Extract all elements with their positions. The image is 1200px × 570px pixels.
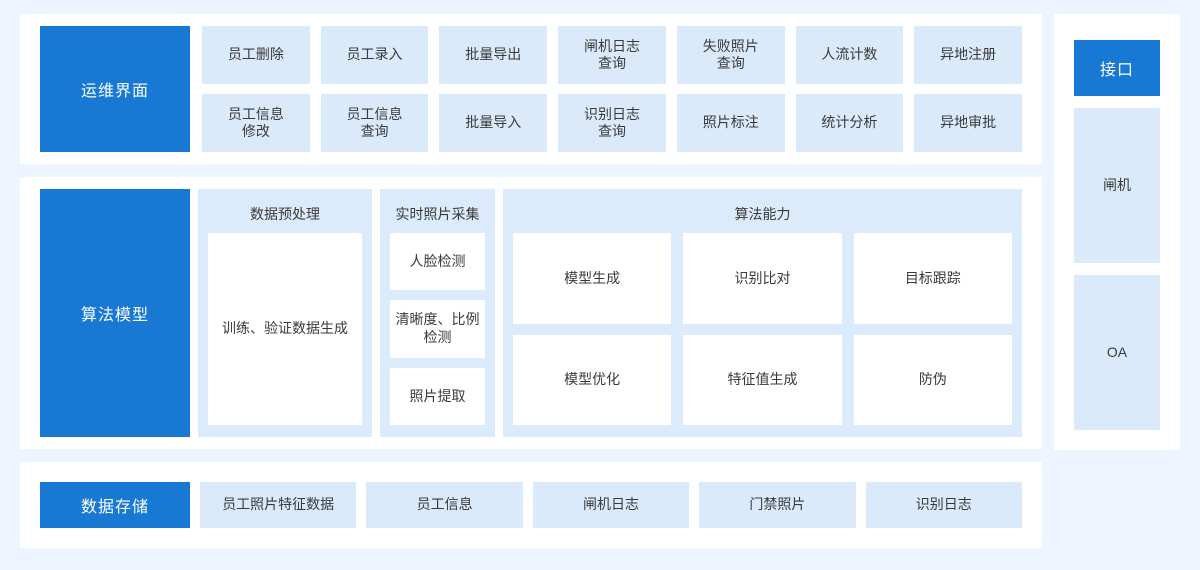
interface-item-oa[interactable]: OA	[1074, 275, 1160, 430]
storage-item-label: 员工信息	[416, 496, 473, 513]
ops-item-employee-entry[interactable]: 员工录入	[320, 26, 429, 84]
ops-item-label: 员工信息修改	[227, 105, 284, 140]
ops-item-photo-annotation[interactable]: 照片标注	[676, 94, 785, 152]
algo-item-model-optimization[interactable]: 模型优化	[513, 334, 672, 425]
algorithm-section-label: 算法模型	[40, 189, 190, 437]
algo-item-label: 特征值生成	[727, 371, 798, 387]
ops-item-label: 失败照片查询	[702, 37, 759, 72]
panel-data-preprocessing: 数据预处理 训练、验证数据生成	[198, 189, 372, 437]
panel-title-algorithm-capability: 算法能力	[734, 206, 791, 222]
ops-item-label: 员工信息查询	[346, 105, 403, 140]
ops-item-batch-import[interactable]: 批量导入	[439, 94, 548, 152]
ops-item-employee-delete[interactable]: 员工删除	[202, 26, 310, 84]
ops-item-label: 识别日志查询	[583, 105, 640, 140]
panel-algorithm-capability: 算法能力 模型生成 识别比对 目标跟踪 模型优化 特征值生成 防伪	[503, 189, 1022, 437]
panel-body-algorithm-capability: 模型生成 识别比对 目标跟踪 模型优化 特征值生成 防伪	[513, 233, 1012, 425]
storage-item-grid: 员工照片特征数据 员工信息 闸机日志 门禁照片 识别日志	[200, 482, 1022, 528]
algo-item-training-validation-data-generation[interactable]: 训练、验证数据生成	[208, 233, 362, 425]
algo-item-photo-extraction[interactable]: 照片提取	[390, 367, 485, 425]
storage-item-label: 识别日志	[915, 496, 972, 513]
algo-item-recognition-comparison[interactable]: 识别比对	[683, 233, 842, 324]
algo-item-feature-value-generation[interactable]: 特征值生成	[683, 334, 842, 425]
algo-item-model-generation[interactable]: 模型生成	[513, 233, 672, 324]
storage-item-employee-photo-feature-data[interactable]: 员工照片特征数据	[200, 482, 357, 528]
storage-section-label: 数据存储	[40, 482, 190, 528]
ops-item-recognition-log-query[interactable]: 识别日志查询	[558, 94, 666, 152]
ops-item-remote-registration[interactable]: 异地注册	[914, 26, 1022, 84]
storage-item-employee-info[interactable]: 员工信息	[366, 482, 523, 528]
ops-item-label: 统计分析	[821, 114, 878, 131]
algo-item-label: 照片提取	[409, 387, 466, 404]
algo-item-target-tracking[interactable]: 目标跟踪	[853, 233, 1012, 324]
algo-item-label: 清晰度、比例检测	[395, 311, 480, 345]
algo-item-anti-spoofing[interactable]: 防伪	[853, 334, 1012, 425]
ops-item-employee-info-query[interactable]: 员工信息查询	[320, 94, 429, 152]
ops-item-batch-export[interactable]: 批量导出	[439, 26, 548, 84]
ops-item-label: 异地审批	[940, 114, 997, 131]
storage-item-gate-log[interactable]: 闸机日志	[532, 482, 690, 528]
panel-body-data-preprocessing: 训练、验证数据生成	[208, 233, 362, 425]
ops-section-card: 运维界面 员工删除 员工录入 批量导出 闸机日志查询 失败照片查询 人流计数 异…	[20, 14, 1042, 164]
panel-title-realtime-photo-capture: 实时照片采集	[395, 206, 480, 222]
ops-item-label: 照片标注	[702, 114, 759, 131]
storage-item-label: 闸机日志	[582, 496, 639, 513]
algo-item-clarity-ratio-detection[interactable]: 清晰度、比例检测	[390, 300, 485, 358]
ops-item-label: 批量导入	[465, 114, 522, 131]
ops-item-remote-approval[interactable]: 异地审批	[914, 94, 1022, 152]
ops-item-gate-log-query[interactable]: 闸机日志查询	[558, 26, 666, 84]
panel-title-data-preprocessing: 数据预处理	[250, 206, 320, 222]
storage-item-label: 门禁照片	[749, 496, 806, 513]
ops-item-label: 员工删除	[227, 46, 284, 63]
interface-item-label: OA	[1106, 343, 1128, 360]
ops-item-failed-photo-query[interactable]: 失败照片查询	[676, 26, 785, 84]
algo-item-label: 训练、验证数据生成	[222, 320, 348, 337]
storage-section-card: 数据存储 员工照片特征数据 员工信息 闸机日志 门禁照片 识别日志	[20, 462, 1042, 548]
algo-item-label: 识别比对	[734, 269, 791, 286]
ops-item-label: 异地注册	[940, 46, 997, 63]
storage-item-label: 员工照片特征数据	[222, 496, 335, 513]
interface-section-label: 接口	[1074, 40, 1160, 96]
ops-item-statistical-analysis[interactable]: 统计分析	[795, 94, 904, 152]
algo-item-label: 目标跟踪	[904, 269, 961, 286]
panel-body-realtime-photo-capture: 人脸检测 清晰度、比例检测 照片提取	[390, 233, 485, 425]
ops-item-employee-info-modify[interactable]: 员工信息修改	[202, 94, 310, 152]
ops-section-label: 运维界面	[40, 26, 190, 152]
ops-item-label: 批量导出	[465, 46, 522, 63]
panel-realtime-photo-capture: 实时照片采集 人脸检测 清晰度、比例检测 照片提取	[380, 189, 495, 437]
algo-item-label: 模型生成	[564, 269, 621, 286]
storage-item-access-control-photo[interactable]: 门禁照片	[699, 482, 856, 528]
ops-item-people-flow-count[interactable]: 人流计数	[795, 26, 904, 84]
algo-item-face-detection[interactable]: 人脸检测	[390, 233, 485, 291]
algo-item-label: 防伪	[918, 371, 947, 387]
interface-section-card: 接口 闸机 OA	[1054, 14, 1180, 450]
algorithm-section-card: 算法模型 数据预处理 训练、验证数据生成 实时照片采集 人脸检测 清晰度、比例检…	[20, 177, 1042, 449]
ops-item-label: 闸机日志查询	[583, 37, 640, 72]
ops-item-label: 员工录入	[346, 46, 403, 63]
interface-item-gate[interactable]: 闸机	[1074, 108, 1160, 263]
algo-item-label: 人脸检测	[409, 252, 466, 269]
ops-item-grid: 员工删除 员工录入 批量导出 闸机日志查询 失败照片查询 人流计数 异地注册 员…	[202, 26, 1022, 152]
storage-item-recognition-log[interactable]: 识别日志	[865, 482, 1022, 528]
ops-item-label: 人流计数	[821, 46, 878, 63]
algo-item-label: 模型优化	[564, 371, 621, 387]
interface-item-label: 闸机	[1103, 176, 1131, 193]
left-column: 运维界面 员工删除 员工录入 批量导出 闸机日志查询 失败照片查询 人流计数 异…	[20, 14, 1042, 556]
